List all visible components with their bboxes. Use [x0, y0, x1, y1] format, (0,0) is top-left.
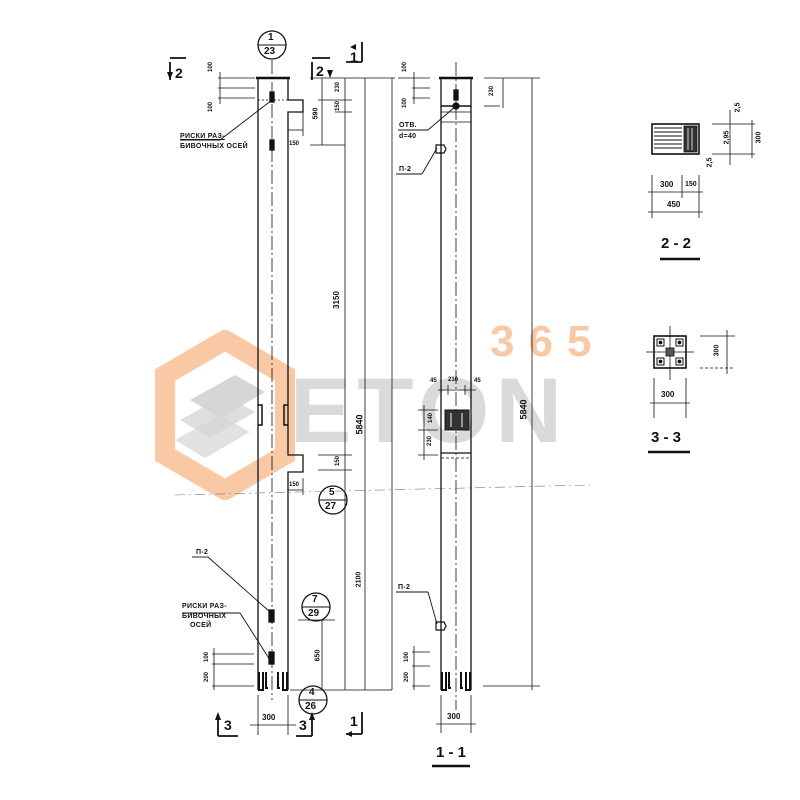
callout-top-sheet: 23: [264, 46, 276, 57]
note-axis-marks-bottom-2: БИВОЧНЫХ: [182, 613, 227, 620]
dim-2-2-300-h: 300: [755, 131, 763, 144]
section-marker-3-left: 3: [224, 717, 232, 733]
dim-2-2-25-top: 2,5: [734, 102, 742, 113]
dim-side-45-left: 45: [430, 378, 437, 384]
section-marker-3-right: 3: [299, 717, 307, 733]
label-hole-1: ОТВ.: [399, 122, 417, 129]
dim-front-150-top: 150: [335, 100, 342, 112]
note-axis-marks-bottom-3: ОСЕЙ: [190, 622, 212, 629]
section-title-3-3: 3 - 3: [651, 429, 682, 446]
dim-front-150-console-top: 150: [289, 141, 300, 147]
dim-side-230: 230: [489, 85, 496, 97]
dim-side-210: 210: [448, 377, 459, 383]
dim-2-2-150: 150: [685, 181, 697, 188]
dim-front-top-100a: 100: [208, 61, 215, 73]
dim-front-5840: 5840: [354, 414, 365, 435]
dim-2-2-300: 300: [660, 180, 674, 189]
dim-side-140: 140: [428, 412, 435, 424]
section-marker-2-left: 2: [175, 65, 183, 81]
dim-side-5840: 5840: [518, 399, 529, 420]
dim-3-3-300-h: 300: [713, 344, 721, 357]
callout-low-sheet: 29: [308, 608, 320, 619]
callout-mid-sheet: 27: [325, 501, 337, 512]
dim-front-590: 590: [312, 107, 320, 120]
dim-front-230: 230: [335, 81, 342, 93]
section-title-2-2: 2 - 2: [661, 235, 692, 252]
dim-front-top-100b: 100: [208, 101, 215, 113]
dim-2-2-25-bot: 2,5: [706, 157, 714, 168]
label-p2-side-bottom: П-2: [398, 584, 411, 591]
note-axis-marks-top-1: РИСКИ РАЗ-: [180, 133, 225, 140]
dim-front-width-300: 300: [262, 713, 276, 722]
callout-bottom-num: 4: [309, 687, 315, 698]
dim-3-3-300-w: 300: [661, 390, 675, 399]
watermark-logo-icon: [155, 330, 295, 500]
dim-front-3150: 3150: [331, 291, 341, 309]
note-axis-marks-bottom-1: РИСКИ РАЗ-: [182, 603, 227, 610]
section-marker-1-bottom: 1: [350, 713, 358, 729]
dim-front-150-console-low: 150: [289, 482, 300, 488]
dim-front-150-mid: 150: [335, 455, 342, 467]
dim-front-650: 650: [314, 649, 322, 662]
section-marker-1-top: 1: [350, 49, 358, 65]
dim-2-2-295: 2,95: [723, 130, 731, 145]
dim-side-width-300: 300: [447, 712, 461, 721]
section-title-1-1: 1 - 1: [436, 744, 467, 761]
dim-side-top-100b: 100: [402, 97, 409, 109]
dim-side-bot-100: 100: [404, 651, 411, 663]
label-p2-front: П-2: [196, 549, 209, 556]
watermark-suffix: 365: [490, 317, 606, 366]
label-hole-2: d=40: [399, 133, 417, 140]
callout-bottom-sheet: 26: [305, 701, 317, 712]
callout-low-num: 7: [312, 594, 318, 605]
section-marker-2-right: 2: [316, 63, 324, 79]
note-axis-marks-top-2: БИВОЧНЫХ ОСЕЙ: [180, 143, 248, 150]
label-p2-side-top: П-2: [399, 166, 412, 173]
watermark-brand: ETON: [290, 360, 568, 462]
dim-2-2-450: 450: [667, 200, 681, 209]
dim-front-bot-200: 200: [204, 671, 211, 683]
dim-front-bot-100: 100: [204, 651, 211, 663]
dim-side-bot-200: 200: [404, 671, 411, 683]
dim-side-230-mid: 230: [427, 435, 434, 447]
callout-mid-num: 5: [329, 487, 335, 498]
dim-front-2100: 2100: [355, 571, 363, 588]
callout-top-num: 1: [268, 32, 274, 43]
dim-side-45-right: 45: [474, 378, 481, 384]
dim-side-top-100a: 100: [402, 61, 409, 73]
